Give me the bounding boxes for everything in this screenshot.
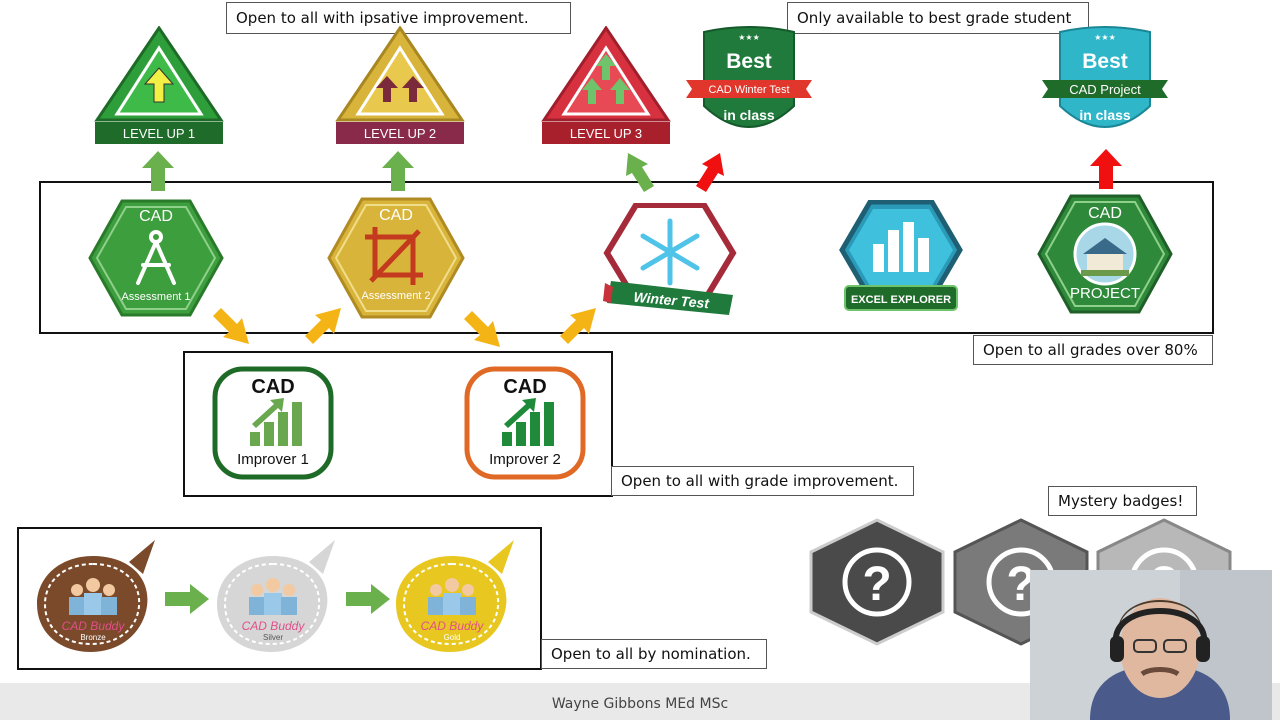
callout-mystery: Mystery badges! [1048, 486, 1197, 516]
arrow-up-red-2 [1090, 149, 1122, 189]
best-cad-project-badge: ★★★ Best CAD Project in class [1042, 26, 1168, 128]
buddy-gold-name: CAD Buddy [421, 619, 485, 633]
arrow-up-red-1 [696, 153, 724, 192]
improver-2-label: Improver 2 [489, 451, 561, 468]
arrow-orange-down-2 [464, 311, 500, 347]
best-winter-ribbon: CAD Winter Test [708, 84, 789, 96]
webcam-video [1030, 570, 1272, 720]
buddy-gold-tier: Gold [444, 633, 461, 642]
mystery-badge-1: ? [809, 518, 945, 646]
mystery-1-symbol: ? [862, 558, 891, 611]
house-icon [1081, 238, 1129, 276]
level-up-2-label: LEVEL UP 2 [364, 126, 436, 141]
buddy-silver-tier: Silver [263, 633, 283, 642]
people-icon [69, 578, 117, 615]
callout-grades-80: Open to all grades over 80% [973, 335, 1213, 365]
cad-improver-2-badge: CAD Improver 2 [464, 366, 586, 480]
best-winter-test-badge: ★★★ Best CAD Winter Test in class [686, 26, 812, 128]
assessment-2-top: CAD [379, 207, 413, 224]
cad-buddy-gold-badge: CAD Buddy Gold [396, 540, 514, 652]
svg-text:★★★: ★★★ [738, 33, 760, 42]
arrow-orange-up-2 [560, 308, 596, 344]
assessment-1-label: Assessment 1 [121, 291, 190, 303]
level-up-3-label: LEVEL UP 3 [570, 126, 642, 141]
people-icon [249, 578, 297, 615]
main-badges-frame [39, 181, 1214, 334]
level-up-2-badge: LEVEL UP 2 [335, 26, 465, 144]
best-winter-title: Best [726, 50, 772, 73]
best-project-ribbon: CAD Project [1069, 82, 1141, 97]
cad-project-badge: CAD PROJECT [1037, 194, 1173, 314]
presenter-video-frame [1030, 570, 1272, 720]
growth-chart-icon [502, 398, 554, 446]
improver-1-label: Improver 1 [237, 451, 309, 468]
people-icon [428, 578, 476, 615]
cad-buddy-bronze-badge: CAD Buddy Bronze [37, 540, 155, 652]
bar-chart-icon [873, 222, 929, 272]
assessment-1-top: CAD [139, 208, 173, 225]
callout-nomination: Open to all by nomination. [541, 639, 767, 669]
crop-icon [365, 227, 423, 285]
buddy-silver-name: CAD Buddy [242, 619, 306, 633]
buddy-bronze-name: CAD Buddy [62, 619, 126, 633]
level-up-1-badge: LEVEL UP 1 [94, 26, 224, 144]
compass-icon [136, 230, 176, 285]
callout-ipsative: Open to all with ipsative improvement. [226, 2, 571, 34]
buddy-bronze-tier: Bronze [80, 633, 106, 642]
arrow-right-green-1 [165, 584, 209, 614]
improver-2-top: CAD [503, 376, 546, 398]
winter-test-label: Winter Test [633, 289, 711, 312]
winter-test-badge: Winter Test [603, 203, 737, 315]
best-project-title: Best [1082, 50, 1128, 73]
cad-assessment-2-badge: CAD Assessment 2 [327, 197, 465, 319]
footer-author: Wayne Gibbons MEd MSc [551, 696, 729, 712]
excel-explorer-label: EXCEL EXPLORER [851, 294, 951, 306]
cad-assessment-1-badge: CAD Assessment 1 [88, 199, 224, 317]
callout-best-grade: Only available to best grade student [787, 2, 1089, 34]
snowflake-icon [640, 218, 700, 286]
growth-chart-icon [250, 398, 302, 446]
best-project-sub: in class [1079, 107, 1131, 123]
svg-text:★★★: ★★★ [1094, 33, 1116, 42]
arrow-orange-down-1 [213, 308, 249, 344]
improver-1-top: CAD [251, 376, 294, 398]
level-up-3-badge: LEVEL UP 3 [541, 26, 671, 144]
level-up-1-label: LEVEL UP 1 [123, 126, 195, 141]
arrow-up-green-2 [382, 151, 414, 191]
excel-explorer-badge: EXCEL EXPLORER [839, 200, 963, 311]
buddy-badges-frame [17, 527, 542, 670]
arrow-right-green-2 [346, 584, 390, 614]
assessment-2-label: Assessment 2 [361, 290, 430, 302]
arrow-up-green-3 [626, 153, 654, 192]
callout-grade-improvement: Open to all with grade improvement. [611, 466, 914, 496]
best-winter-sub: in class [723, 107, 775, 123]
arrow-up-green-1 [142, 151, 174, 191]
project-label: PROJECT [1070, 285, 1140, 302]
arrow-orange-up-1 [305, 308, 341, 344]
cad-improver-1-badge: CAD Improver 1 [212, 366, 334, 480]
improver-badges-frame [183, 351, 613, 497]
cad-buddy-silver-badge: CAD Buddy Silver [217, 540, 335, 652]
project-top: CAD [1088, 205, 1122, 222]
